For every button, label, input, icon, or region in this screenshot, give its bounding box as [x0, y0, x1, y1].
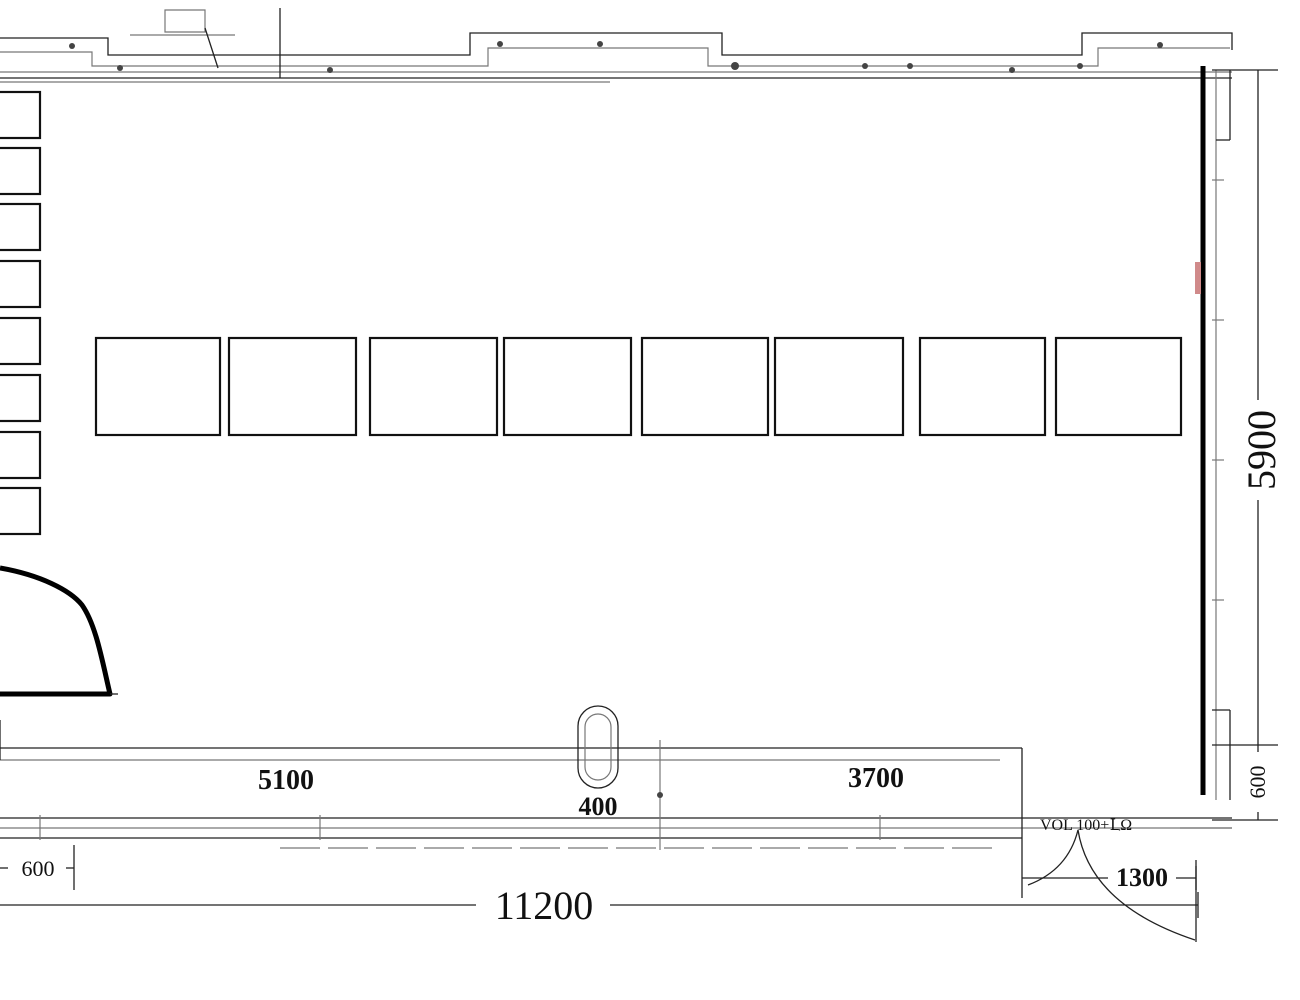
left-offset-label: 600	[22, 856, 55, 881]
right-wall	[1195, 66, 1231, 800]
dimension-door-width: 1300	[1022, 863, 1197, 892]
dimension-overall-length: 11200	[0, 883, 1199, 928]
left-desk	[0, 316, 42, 366]
left-desk	[0, 90, 42, 140]
dimension-left-offset: 600	[0, 845, 75, 890]
segment-right-label: 3700	[848, 763, 904, 794]
wall-note: VOL 100+ԼΩ	[1040, 817, 1132, 834]
desk	[1054, 336, 1183, 437]
desk	[368, 336, 499, 437]
desk	[918, 336, 1047, 437]
desk	[773, 336, 905, 437]
left-desk	[0, 486, 42, 536]
desk	[94, 336, 222, 437]
segment-left-label: 5100	[258, 765, 314, 796]
left-desk	[0, 259, 42, 309]
curved-counter	[0, 565, 118, 697]
room-depth-label: 5900	[1239, 410, 1284, 490]
pillar	[577, 705, 619, 789]
overall-length-label: 11200	[495, 883, 594, 928]
left-desk	[0, 146, 42, 196]
desk	[640, 336, 770, 437]
dimension-room-depth: 5900 600	[1212, 69, 1284, 821]
left-desk	[0, 430, 42, 480]
left-desk	[0, 373, 42, 423]
bottom-wall	[0, 720, 1232, 898]
wall-marker	[1195, 262, 1201, 294]
left-desk	[0, 202, 42, 252]
top-wall	[0, 8, 1233, 83]
segment-mid-label: 400	[579, 792, 618, 821]
desk	[502, 336, 633, 437]
door-width-label: 1300	[1116, 863, 1168, 892]
right-offset-label: 600	[1245, 766, 1270, 799]
center-desk-row	[94, 336, 1183, 437]
desk	[227, 336, 358, 437]
left-desk-column	[0, 90, 42, 536]
